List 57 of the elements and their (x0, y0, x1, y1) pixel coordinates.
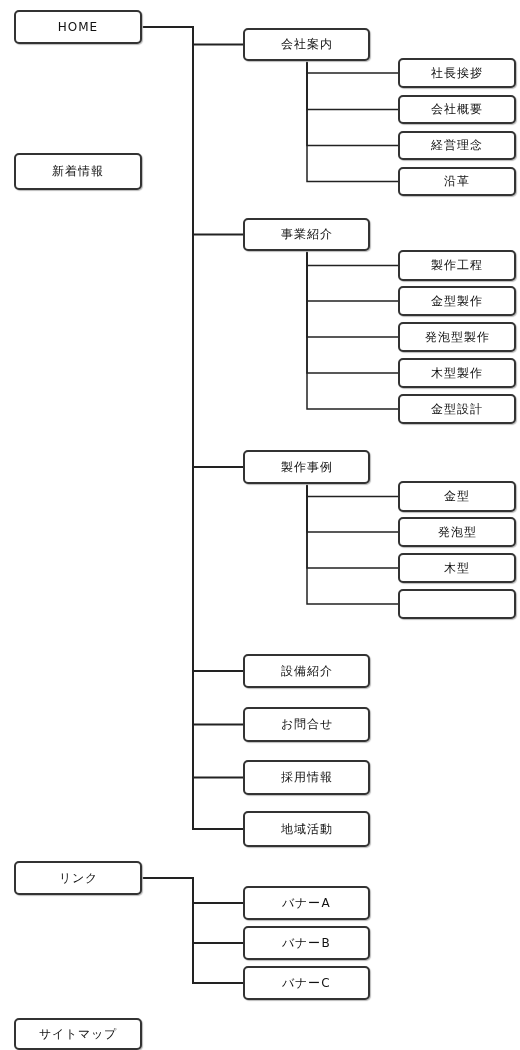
page-title: 木型 (444, 559, 470, 577)
page-title: バナーA (282, 894, 331, 912)
connector-line (141, 877, 244, 984)
page-box (243, 966, 370, 1000)
page-title: サイトマップ (39, 1025, 117, 1043)
page-title: お問合せ (280, 716, 333, 733)
page-box (398, 517, 516, 547)
page-box (398, 553, 516, 583)
page-box (243, 886, 370, 920)
page-title: 金型製作 (431, 292, 483, 310)
page-box (398, 250, 516, 281)
page-title: リンク (58, 869, 98, 887)
page-box (398, 589, 516, 619)
page-title: バナーB (282, 934, 331, 952)
page-title: 沿革 (444, 173, 470, 190)
page-title: HOME (57, 20, 99, 34)
page-title: 発泡型製作 (424, 328, 490, 346)
page-title: 会社案内 (280, 36, 333, 53)
page-box (243, 811, 370, 847)
page-title: 木型製作 (431, 364, 483, 382)
page-title: 地域活動 (280, 820, 333, 838)
page-title: 金型 (444, 488, 470, 505)
page-box (243, 218, 370, 251)
page-title: 経営理念 (431, 137, 483, 154)
page-box (243, 707, 370, 742)
page-box (398, 481, 516, 512)
connector-line (306, 250, 399, 410)
page-box (14, 153, 142, 190)
page-title: 製作工程 (431, 257, 483, 274)
page-box (14, 1018, 142, 1050)
page-box (243, 760, 370, 795)
page-box (398, 95, 516, 124)
connector-line (306, 60, 399, 183)
page-title: バナーC (282, 974, 331, 992)
page-box (398, 358, 516, 388)
page-box (398, 322, 516, 352)
page-title: 会社概要 (431, 101, 483, 118)
page-box (243, 450, 370, 484)
page-box (243, 28, 370, 61)
page-box (14, 10, 142, 44)
connector-line (306, 483, 399, 605)
page-title: 社長挨拶 (431, 64, 483, 82)
page-title: 採用情報 (280, 769, 333, 786)
page-box (243, 654, 370, 688)
page-box (398, 167, 516, 196)
page-title: 新着情報 (52, 163, 104, 180)
page-box (398, 394, 516, 424)
page-box (398, 58, 516, 88)
page-box (398, 286, 516, 316)
page-title: 設備紹介 (280, 662, 333, 680)
page-title: 発泡型 (437, 523, 477, 541)
page-title: 事業紹介 (280, 226, 333, 243)
page-box (398, 131, 516, 160)
page-box (243, 926, 370, 960)
page-title: 金型設計 (431, 400, 483, 418)
page-title: 製作事例 (280, 458, 333, 476)
page-box (14, 861, 142, 895)
